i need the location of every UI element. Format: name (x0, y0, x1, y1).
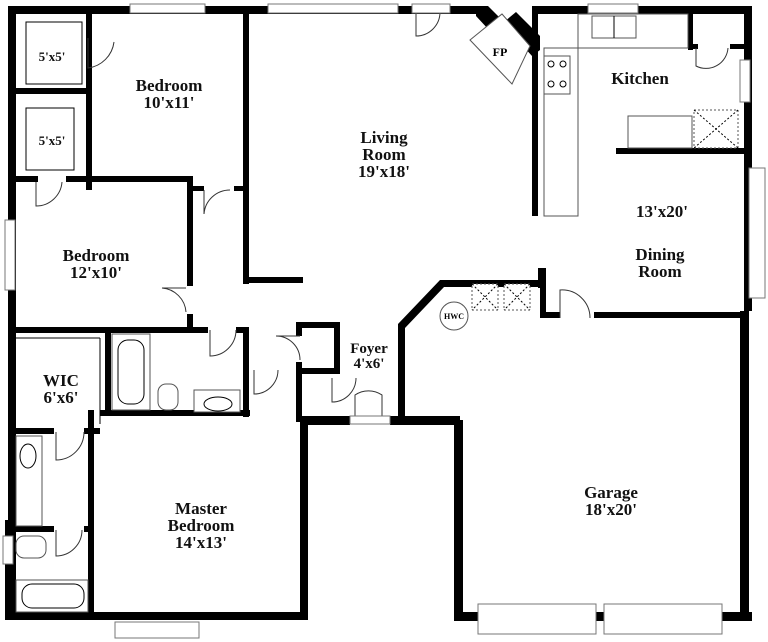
wic-dim: 6'x6' (43, 388, 79, 407)
closet2-outline (25, 107, 75, 171)
dining-room-label: Dining Room (610, 246, 710, 280)
bedroom1-dim: 10'x11' (143, 93, 195, 112)
garage-label: Garage 18'x20' (556, 484, 666, 518)
garage-dim: 18'x20' (585, 500, 637, 519)
dining-room-name-1: Dining (635, 245, 685, 264)
wic-name: WIC (43, 371, 79, 390)
master-bedroom-label: Master Bedroom 14'x13' (126, 500, 276, 551)
living-room-name-2: Room (362, 145, 406, 164)
bedroom1-name: Bedroom (135, 76, 203, 95)
master-bedroom-name-2: Bedroom (167, 516, 235, 535)
foyer-name: Foyer (350, 341, 388, 357)
closet1-dim: 5'x5' (38, 49, 66, 64)
kitchen-island (627, 115, 693, 149)
master-bedroom-name-1: Master (175, 499, 227, 518)
closet2-label: 5'x5' (28, 134, 76, 147)
windows (2, 3, 766, 639)
garage-storage-1 (471, 283, 499, 311)
kitchen-label: Kitchen (590, 70, 690, 87)
foyer-label: Foyer 4'x6' (338, 342, 400, 372)
living-room-dim: 19'x18' (358, 162, 410, 181)
bedroom2-name: Bedroom (62, 246, 130, 265)
foyer-dim: 4'x6' (353, 356, 385, 372)
master-bedroom-dim: 14'x13' (175, 533, 227, 552)
dining-room-name-2: Room (638, 262, 682, 281)
closet1-outline (25, 21, 83, 85)
interior-walls (16, 12, 744, 612)
water-heater (439, 301, 469, 331)
living-room-name-1: Living (360, 128, 408, 147)
garage-name: Garage (584, 483, 638, 502)
bedroom2-label: Bedroom 12'x10' (30, 247, 162, 281)
living-room-label: Living Room 19'x18' (324, 129, 444, 180)
bedroom1-label: Bedroom 10'x11' (108, 77, 230, 111)
closet1-label: 5'x5' (28, 50, 76, 63)
master-vanity (15, 435, 43, 527)
stove (543, 55, 571, 95)
garage-storage-2 (503, 283, 531, 311)
fireplace-label: FP (493, 45, 508, 59)
dining-room-dim-label: 13'x20' (612, 203, 712, 220)
fixtures: HWC FP (15, 13, 739, 613)
master-toilet (15, 535, 47, 559)
fireplace (469, 13, 531, 85)
hall-bath-toilet (157, 383, 179, 411)
kitchen-name: Kitchen (611, 69, 669, 88)
hall-bath-vanity (193, 389, 241, 413)
closet2-dim: 5'x5' (38, 133, 66, 148)
bedroom2-dim: 12'x10' (70, 263, 122, 282)
doors (35, 3, 729, 557)
wic-label: WIC 6'x6' (22, 372, 100, 406)
water-heater-label: HWC (444, 312, 464, 321)
dining-room-dim: 13'x20' (636, 202, 688, 221)
